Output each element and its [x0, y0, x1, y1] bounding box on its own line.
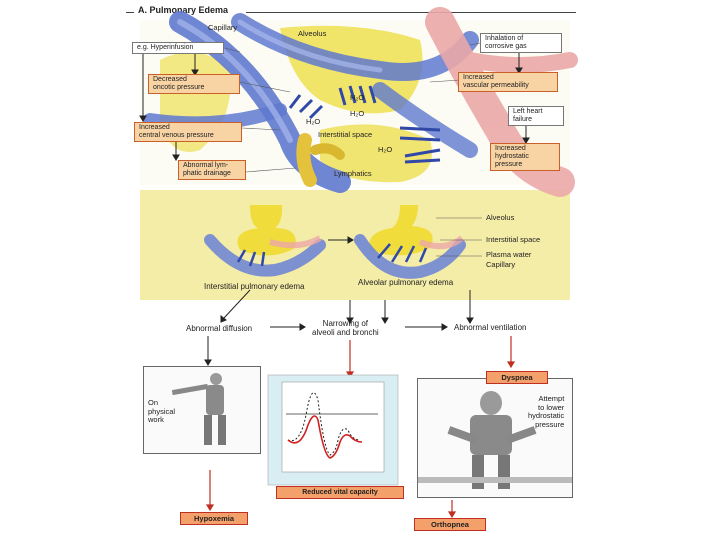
box-hydrostatic-pressure: Increased hydrostatic pressure — [490, 143, 560, 171]
line-2: vascular permeability — [463, 82, 529, 89]
line-1: Increased — [463, 74, 494, 81]
line-2: phatic drainage — [183, 170, 231, 177]
consequence-flow — [204, 289, 474, 366]
label-interstitial-edema: Interstitial pulmonary edema — [204, 282, 305, 291]
middle-alveoli — [237, 205, 433, 256]
box-reduced-vital-capacity: Reduced vital capacity — [276, 486, 404, 499]
red-arrows — [205, 336, 516, 519]
line-1: Narrowing of — [322, 319, 369, 328]
line-1: Attempt — [538, 394, 565, 403]
label-h2o-1: H₂O — [350, 93, 365, 102]
line-2: alveoli and bronchi — [312, 327, 379, 337]
line-3: pressure — [495, 161, 523, 168]
line-2: oncotic pressure — [153, 84, 205, 91]
lymphatic-vessel — [296, 133, 345, 187]
box-left-heart-failure: Left heart failure — [508, 106, 564, 126]
line-1: Left heart — [513, 108, 543, 115]
line-2: failure — [513, 116, 533, 123]
line-1: Inhalation of — [485, 35, 524, 42]
label-abnormal-ventilation: Abnormal ventilation — [454, 323, 527, 332]
title-rule-right — [246, 12, 576, 13]
label-interstitial-space-mid: Interstitial space — [486, 235, 541, 244]
box-inhalation-gas: Inhalation of corrosive gas — [480, 33, 562, 53]
label-capillary-mid: Capillary — [486, 260, 516, 269]
line-1: Increased — [139, 124, 170, 131]
label-attempt-lower: Attempt to lower hydrostatic pressure — [528, 394, 565, 429]
box-vascular-permeability: Increased vascular permeability — [458, 72, 558, 92]
box-decreased-oncotic: Decreased oncotic pressure — [148, 74, 240, 94]
label-plasma-water: Plasma water — [486, 250, 532, 259]
vital-capacity-chart — [267, 374, 399, 486]
bench — [418, 477, 572, 483]
title-rule-left — [126, 12, 134, 13]
label-h2o-2: H₂O — [350, 109, 365, 118]
top-left-flow-arrows — [139, 52, 530, 161]
line-1: On — [148, 398, 159, 407]
label-alveolar-edema: Alveolar pulmonary edema — [358, 278, 454, 287]
label-alveolus-top: Alveolus — [298, 29, 327, 38]
line-2: corrosive gas — [485, 43, 527, 50]
line-2: central venous pressure — [139, 132, 214, 139]
line-1: Decreased — [153, 76, 187, 83]
top-leader-lines — [224, 41, 486, 173]
label-abnormal-diffusion: Abnormal diffusion — [186, 324, 253, 333]
line-2: physical — [148, 406, 176, 416]
middle-transition-arrow — [328, 236, 354, 244]
orthopnea-person-icon — [447, 387, 537, 491]
label-alveolus-mid: Alveolus — [486, 213, 515, 222]
line-3: work — [148, 415, 164, 424]
label-h2o-4: H₂O — [378, 145, 393, 154]
box-abnormal-lymph: Abnormal lym- phatic drainage — [178, 160, 246, 180]
figure-attempt-lower-pressure: Attempt to lower hydrostatic pressure — [417, 378, 573, 498]
label-on-physical-work: On physical work — [148, 398, 176, 425]
label-h2o-3: H₂O — [306, 117, 321, 126]
line-4: pressure — [535, 419, 565, 429]
figure-title: A. Pulmonary Edema — [138, 5, 229, 15]
box-dyspnea: Dyspnea — [486, 371, 548, 384]
top-capillary-light — [177, 19, 383, 143]
label-interstitial-space-top: Interstitial space — [318, 130, 373, 139]
label-lymphatics: Lymphatics — [334, 169, 372, 178]
line-1: Abnormal lym- — [183, 162, 229, 169]
label-narrowing: Narrowing of alveoli and bronchi — [312, 319, 379, 337]
line-3: hydrostatic — [528, 411, 565, 420]
middle-leader-lines — [436, 217, 482, 257]
box-hypoxemia: Hypoxemia — [180, 512, 248, 525]
line-2: to lower — [538, 402, 565, 412]
box-increased-cvp: Increased central venous pressure — [134, 122, 242, 142]
top-flux-arrows — [288, 85, 441, 164]
physical-work-person-icon — [171, 373, 228, 449]
box-orthopnea: Orthopnea — [414, 518, 486, 531]
line-1: Increased — [495, 145, 526, 152]
line-2: hydrostatic — [495, 153, 529, 160]
figure-physical-work: On physical work — [143, 366, 261, 454]
label-capillary-top: Capillary — [208, 23, 238, 32]
box-hyperinfusion: e.g. Hyperinfusion — [132, 42, 224, 54]
middle-flux-arrows — [236, 243, 428, 267]
middle-capillaries — [204, 234, 466, 279]
